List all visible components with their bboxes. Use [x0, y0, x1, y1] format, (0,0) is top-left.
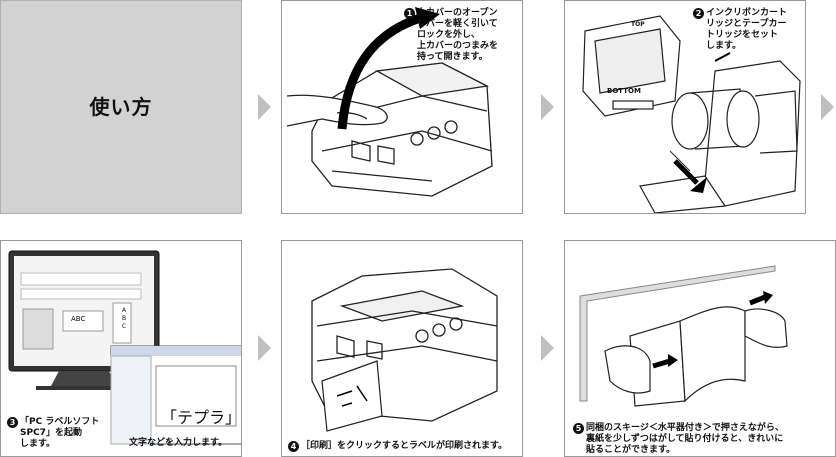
caption-line: 「PC ラベルソフト	[20, 417, 100, 427]
caption-line: レバーを軽く引いて	[417, 19, 498, 29]
page-title: 使い方	[89, 95, 153, 119]
caption-line: します。	[20, 439, 56, 449]
step-number-badge: 1	[404, 8, 415, 19]
caption-line: リッジとテープカー	[706, 19, 787, 29]
caption-line: トリッジをセット	[706, 30, 779, 40]
title-panel: 使い方	[0, 0, 242, 214]
cartridge-bottom-label: BOTTOM	[607, 87, 641, 95]
step-number-badge: 5	[573, 423, 584, 434]
arrow-right-icon	[821, 94, 834, 120]
arrow-right-icon	[258, 94, 271, 120]
step-number-badge: 3	[7, 417, 18, 428]
printer-printing-illustration	[311, 268, 498, 432]
step-3-caption: 3「PC ラベルソフト SPC7」を起動 します。	[7, 417, 99, 450]
cartridge-top-label: TOP	[631, 21, 645, 28]
vertical-letter: B	[121, 315, 127, 322]
caption-line: ［印刷］をクリックするとラベルが印刷されます。	[301, 441, 508, 451]
cartridge-setting-illustration	[582, 15, 801, 213]
caption-line: インクリボンカート	[706, 8, 788, 18]
vertical-letter: C	[121, 323, 127, 330]
caption-line: 上カバーのオープン	[417, 8, 498, 18]
step-number-badge: 2	[693, 8, 704, 19]
printer-open-cover-illustration	[286, 7, 493, 197]
step-number-badge: 4	[288, 441, 299, 452]
caption-line: 同梱のスキージ＜水平器付き＞で押さえながら、	[586, 423, 784, 433]
caption-line: 上カバーのつまみを	[417, 41, 499, 51]
arrow-right-icon	[541, 335, 554, 361]
pc-software-illustration	[8, 250, 241, 445]
step-4-panel: 4［印刷］をクリックするとラベルが印刷されます。	[281, 240, 523, 457]
caption-line: 持って開きます。	[417, 52, 488, 62]
caption-line: SPC7」を起動	[20, 428, 82, 438]
caption-line: します。	[706, 41, 742, 51]
caption-line: 裏紙を少しずつはがして貼り付けると、きれいに	[586, 434, 784, 444]
step-3-sub-caption: 文字などを入力します。	[129, 438, 228, 448]
step-4-caption: 4［印刷］をクリックするとラベルが印刷されます。	[288, 441, 507, 452]
caption-line: ロックを外し、	[417, 30, 481, 40]
step-3-panel: ABC A B C 「テプラ」 3「PC ラベルソフト SPC7」を起動 します…	[0, 240, 242, 457]
arrow-right-icon	[258, 335, 271, 361]
screen-abc-vertical: A B C	[119, 307, 129, 331]
screen-label-text: 「テプラ」	[161, 408, 242, 427]
applying-label-illustration	[579, 265, 788, 407]
arrow-right-icon	[541, 94, 554, 120]
caption-line: 貼ることができます。	[586, 445, 676, 455]
vertical-letter: A	[121, 307, 127, 314]
screen-abc-text: ABC	[71, 315, 86, 323]
